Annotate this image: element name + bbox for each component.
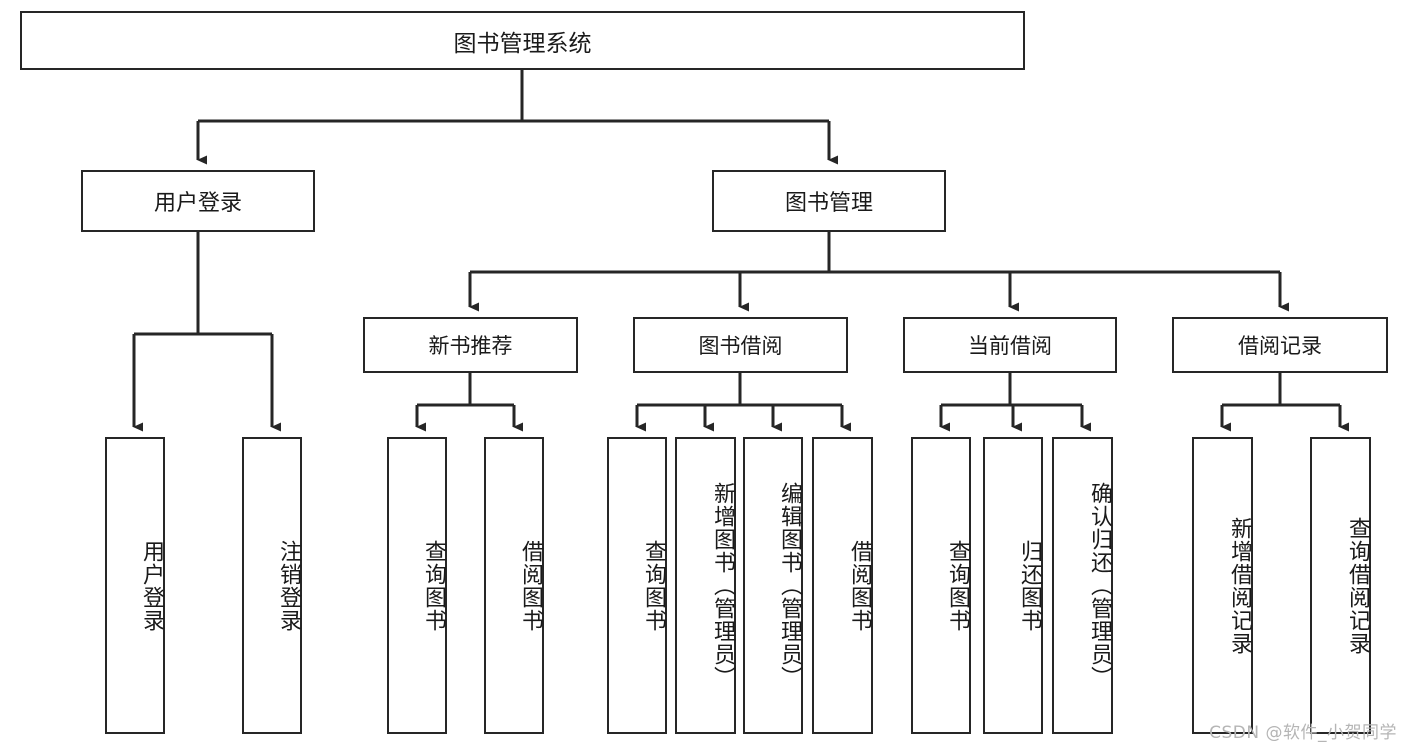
node-leaf-query-book-2-label: 查询图书 [641,539,666,632]
node-leaf-edit-book-admin[interactable]: 编辑图书（管理员） [743,437,803,734]
node-user-login[interactable]: 用户登录 [81,170,315,232]
node-leaf-user-login[interactable]: 用户登录 [105,437,165,734]
node-user-login-label: 用户登录 [153,191,242,216]
node-leaf-borrow-book-1[interactable]: 借阅图书 [484,437,544,734]
node-leaf-logout-label: 注销登录 [276,539,301,632]
node-leaf-add-borrow-record[interactable]: 新增借阅记录 [1192,437,1253,734]
node-leaf-borrow-book-2-label: 借阅图书 [847,539,872,632]
node-root[interactable]: 图书管理系统 [20,11,1025,70]
node-root-label: 图书管理系统 [453,30,592,57]
node-leaf-query-book-1[interactable]: 查询图书 [387,437,447,734]
node-leaf-user-login-label: 用户登录 [139,539,164,632]
node-book-borrow-label: 图书借阅 [698,334,783,358]
node-current-borrow-label: 当前借阅 [968,334,1052,358]
node-leaf-add-book-admin-label: 新增图书（管理员） [710,482,735,689]
node-leaf-logout[interactable]: 注销登录 [242,437,302,734]
csdn-watermark: CSDN @软件_小贺同学 [1209,723,1397,743]
node-leaf-add-book-admin[interactable]: 新增图书（管理员） [675,437,736,734]
node-book-management[interactable]: 图书管理 [712,170,946,232]
node-new-book-recommend[interactable]: 新书推荐 [363,317,578,373]
node-book-management-label: 图书管理 [784,191,873,216]
node-leaf-query-book-2[interactable]: 查询图书 [607,437,667,734]
node-borrow-record-label: 借阅记录 [1238,334,1322,358]
node-borrow-record[interactable]: 借阅记录 [1172,317,1388,373]
node-book-borrow[interactable]: 图书借阅 [633,317,848,373]
node-leaf-query-borrow-record-label: 查询借阅记录 [1345,516,1370,655]
node-new-book-recommend-label: 新书推荐 [428,334,513,358]
node-leaf-borrow-book-2[interactable]: 借阅图书 [812,437,873,734]
node-leaf-edit-book-admin-label: 编辑图书（管理员） [777,482,802,689]
node-leaf-query-borrow-record[interactable]: 查询借阅记录 [1310,437,1371,734]
node-leaf-return-book[interactable]: 归还图书 [983,437,1043,734]
node-leaf-confirm-return-admin[interactable]: 确认归还（管理员） [1052,437,1113,734]
node-leaf-confirm-return-admin-label: 确认归还（管理员） [1087,482,1112,689]
node-leaf-query-book-1-label: 查询图书 [421,539,446,632]
node-leaf-return-book-label: 归还图书 [1017,539,1042,632]
node-leaf-query-book-3[interactable]: 查询图书 [911,437,971,734]
node-leaf-borrow-book-1-label: 借阅图书 [518,539,543,632]
node-leaf-add-borrow-record-label: 新增借阅记录 [1227,516,1252,655]
node-leaf-query-book-3-label: 查询图书 [945,539,970,632]
node-current-borrow[interactable]: 当前借阅 [903,317,1117,373]
